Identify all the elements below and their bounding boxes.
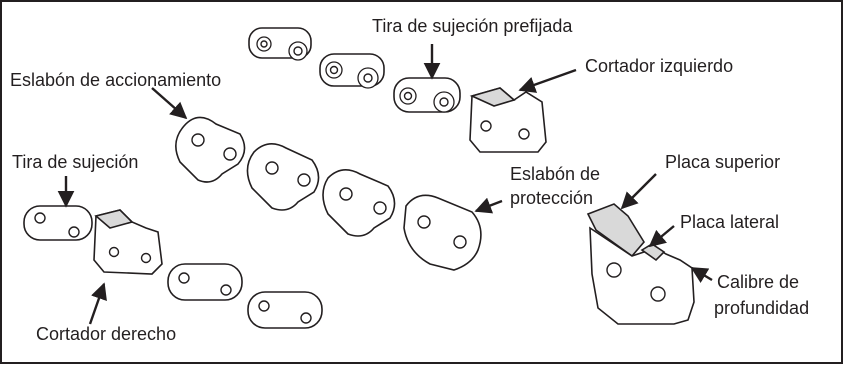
arrow-eslabon-proteccion [474,197,503,214]
label-cortador-izquierdo: Cortador izquierdo [585,56,734,76]
arrow-cortador-derecho [88,282,107,325]
arrow-eslabon-accionamiento [151,87,188,120]
label-tira-sujecion: Tira de sujeción [12,152,139,172]
preset-tie-strap-1 [248,27,312,61]
side-strap-2 [247,291,323,329]
side-strap-1 [167,263,243,301]
cutter-detail-part [586,203,695,325]
label-calibre-1: Calibre de [717,272,800,292]
arrow-placa-superior [620,173,657,210]
label-cortador-derecho: Cortador derecho [36,324,177,344]
label-eslabon-proteccion-1: Eslabón de [510,164,601,184]
preset-tie-strap-3 [393,77,461,113]
arrow-cortador-izquierdo [518,68,577,93]
guard-link-part [403,194,482,271]
label-placa-lateral: Placa lateral [680,212,780,232]
preset-tie-strap-2 [319,53,385,89]
label-eslabon-proteccion-2: protección [510,188,594,208]
drive-link-1 [175,116,246,183]
left-cutter-part [469,87,547,153]
label-calibre-2: profundidad [714,298,810,318]
drive-link-3 [322,169,396,237]
label-eslabon-accionamiento: Eslabón de accionamiento [10,70,222,90]
arrow-calibre [690,266,713,283]
drive-link-2 [246,143,320,211]
label-tira-prefijada: Tira de sujeción prefijada [372,16,573,36]
tie-strap-part [23,205,93,241]
arrow-placa-lateral [648,225,675,248]
label-placa-superior: Placa superior [665,152,781,172]
right-cutter-part [93,209,163,275]
